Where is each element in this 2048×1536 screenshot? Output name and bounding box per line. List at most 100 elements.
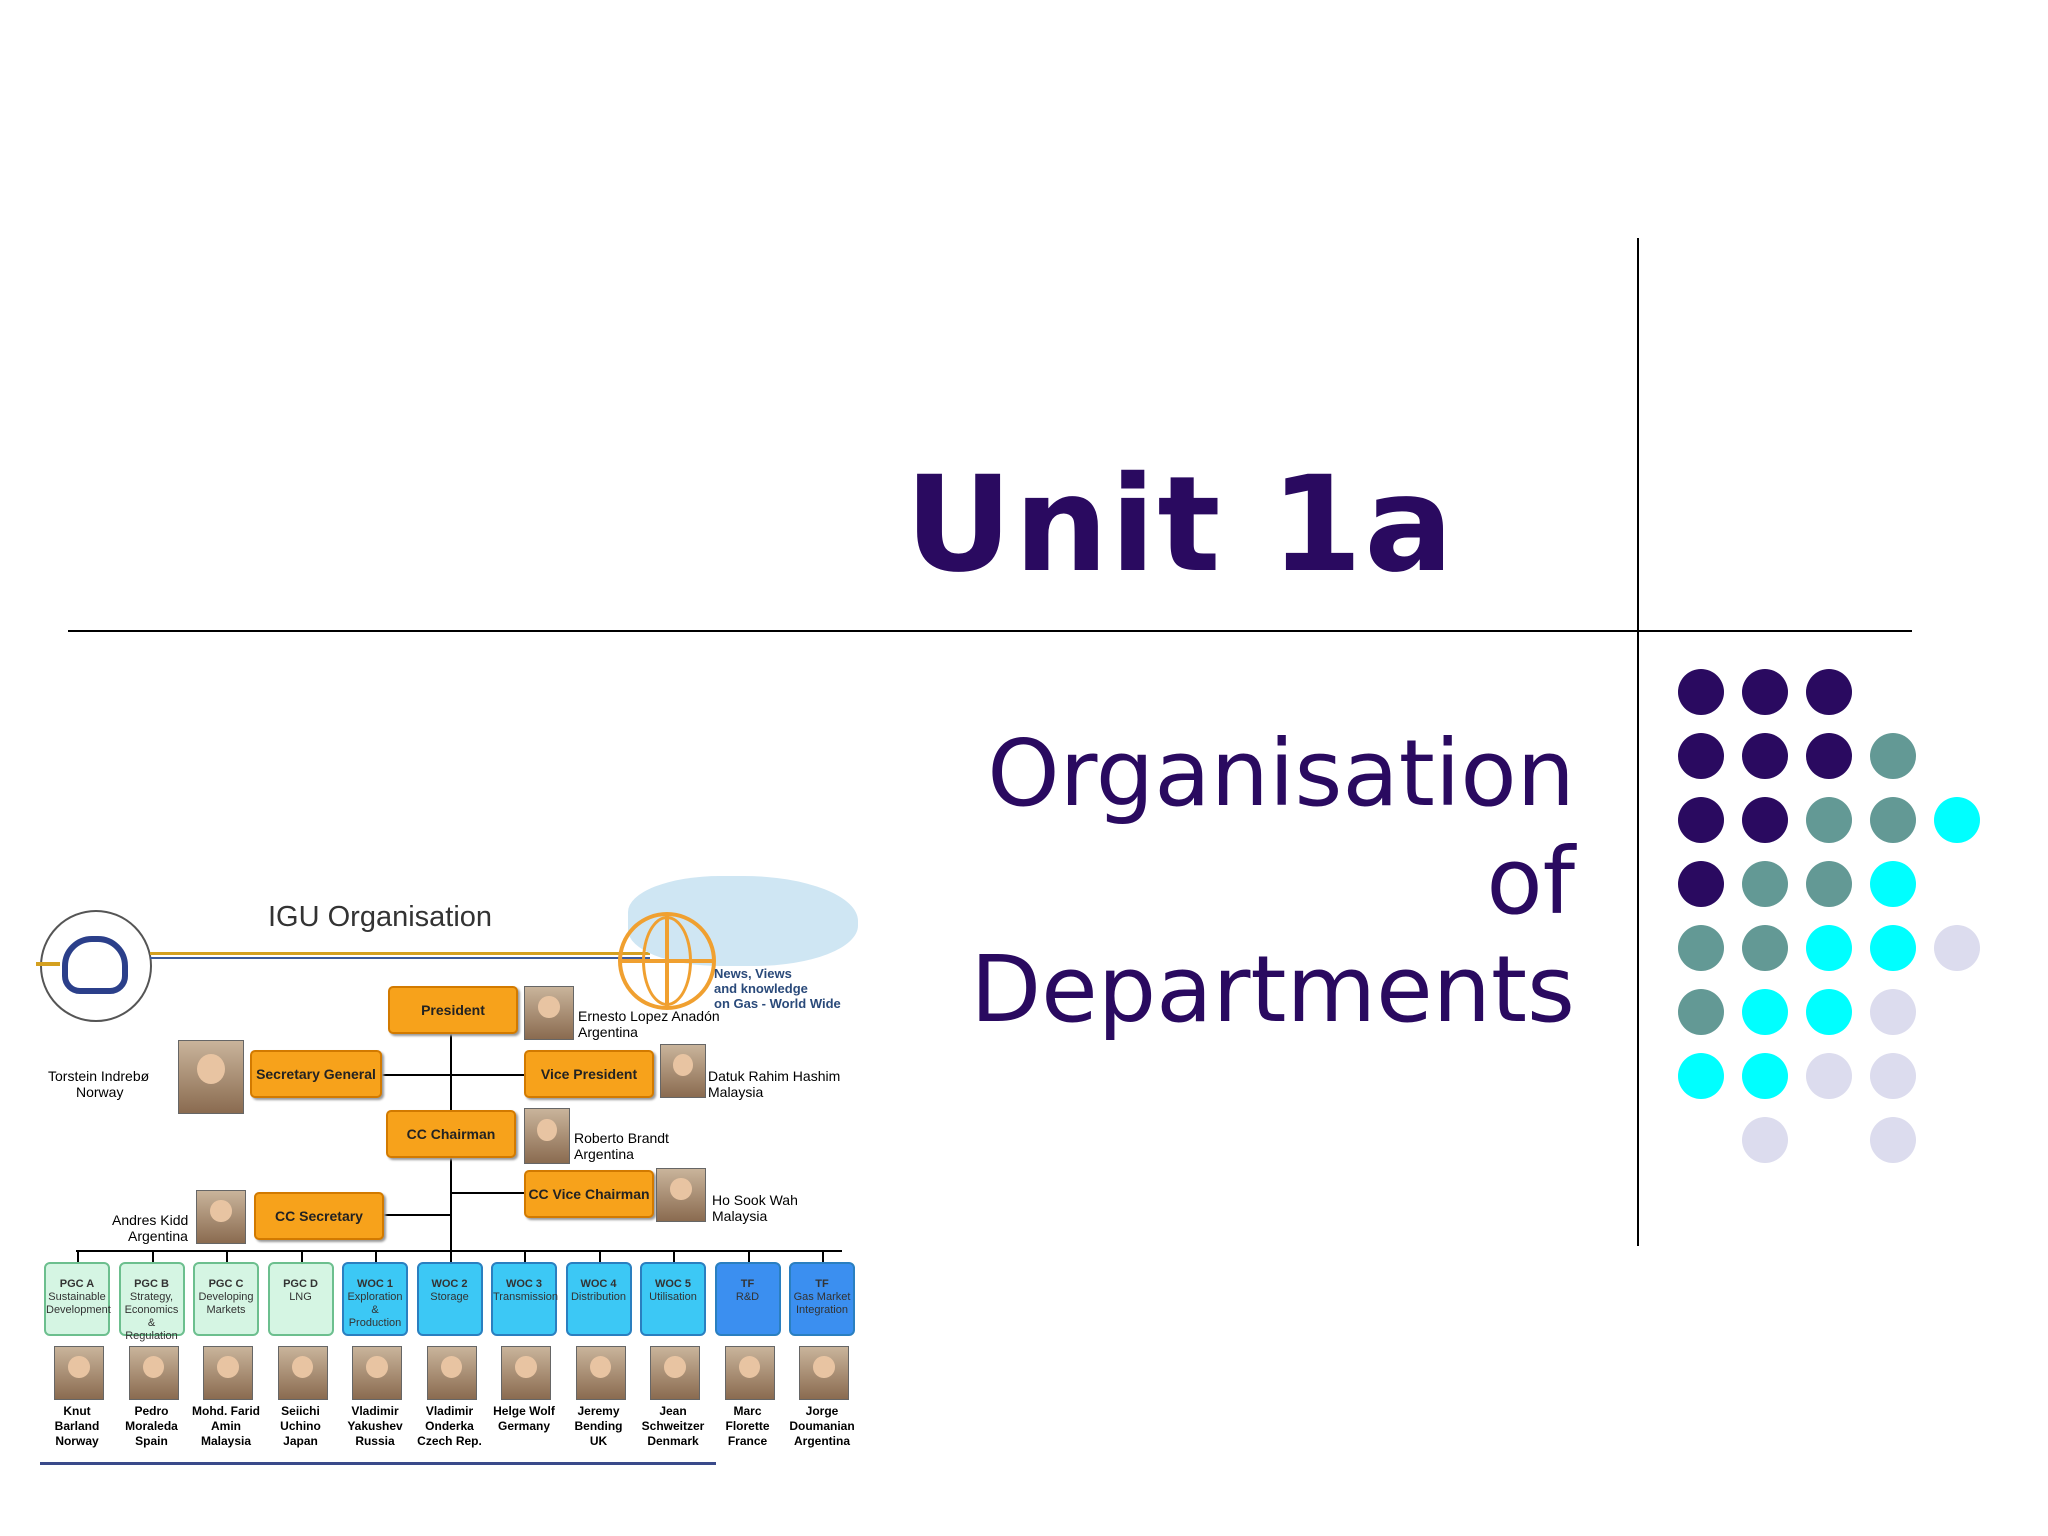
secgen-name: Torstein Indrebø: [48, 1068, 150, 1084]
ccsec-country: Argentina: [128, 1228, 188, 1244]
committee-code: PGC A: [59, 1278, 95, 1290]
decorative-dot: [1742, 669, 1788, 715]
committee-chair-name: Jeremy Bending: [574, 1404, 623, 1433]
committee-chair-photo: [277, 1346, 328, 1400]
cc-chairman-box: CC Chairman: [386, 1110, 516, 1158]
decorative-dot: [1870, 1117, 1916, 1163]
committee-chair-name: Vladimir Onderka: [425, 1404, 474, 1433]
decorative-dot: [1934, 925, 1980, 971]
committee-chair-name: Jean Schweitzer: [641, 1404, 705, 1433]
committee-drop-line: [673, 1250, 675, 1262]
secgen-photo: [178, 1040, 244, 1114]
committee-drop-line: [300, 1250, 303, 1262]
ccchair-name: Roberto Brandt: [574, 1130, 669, 1146]
committee-drop-line: [822, 1250, 824, 1262]
decorative-dot: [1806, 925, 1852, 971]
committee-code: TF: [740, 1278, 755, 1290]
committee-desc: Gas Market Integration: [793, 1291, 851, 1316]
committee-chair-country: Denmark: [647, 1434, 699, 1448]
tagline-2: and knowledge: [714, 981, 808, 996]
committee-chair-photo: [128, 1346, 179, 1400]
header-rule-2: [150, 957, 650, 959]
committee-drop-line: [226, 1250, 228, 1262]
secgen-country: Norway: [76, 1084, 124, 1100]
decorative-dot: [1806, 861, 1852, 907]
committee-code: PGC C: [208, 1278, 244, 1290]
cc-secretary-box: CC Secretary: [254, 1192, 384, 1240]
committee-chair-photo: [203, 1346, 253, 1400]
committee-drop-line: [375, 1250, 377, 1262]
ccvice-country: Malaysia: [712, 1208, 768, 1224]
decorative-dot: [1870, 733, 1916, 779]
decorative-dot: [1742, 925, 1788, 971]
committee-code: TF: [815, 1278, 829, 1290]
committee-desc: Distribution: [570, 1291, 627, 1303]
committee-drop-line: [77, 1250, 79, 1262]
secgen-connector: [378, 1074, 450, 1076]
committee-desc: Utilisation: [649, 1291, 697, 1303]
header-rule: [150, 952, 650, 955]
committee-chair-country: Germany: [497, 1419, 551, 1433]
committee-desc: Storage: [430, 1291, 469, 1303]
president-photo: [524, 986, 574, 1040]
committee-chair-country: Argentina: [793, 1434, 850, 1448]
committee-bus: [76, 1250, 842, 1252]
decorative-dot: [1742, 1053, 1788, 1099]
committee-desc: Exploration & Production: [347, 1291, 403, 1329]
committee-desc: Developing Markets: [198, 1291, 254, 1316]
globe-icon: [618, 912, 716, 1010]
committee-code: WOC 3: [505, 1278, 543, 1290]
committee-chair-country: UK: [589, 1434, 608, 1448]
decorative-dot: [1870, 989, 1916, 1035]
decorative-dot: [1806, 669, 1852, 715]
decorative-dot: [1870, 861, 1916, 907]
vp-country: Malaysia: [708, 1084, 764, 1100]
committee-chair-photo: [575, 1346, 626, 1400]
committee-desc: Sustainable Development: [46, 1291, 111, 1316]
ccvice-photo: [656, 1168, 706, 1222]
decorative-dot: [1678, 861, 1724, 907]
committee-code: WOC 1: [356, 1278, 394, 1290]
cc-vice-chairman-box: CC Vice Chairman: [524, 1170, 654, 1218]
committee-code: PGC D: [283, 1278, 318, 1290]
vp-name: Datuk Rahim Hashim: [708, 1068, 841, 1084]
committee-code: WOC 5: [654, 1278, 692, 1290]
committee-desc: Strategy, Economics & Regulation: [124, 1291, 179, 1342]
committee-chair-country: France: [727, 1434, 768, 1448]
committee-drop-line: [747, 1250, 750, 1262]
decorative-dot: [1870, 925, 1916, 971]
tagline-3: on Gas - World Wide: [714, 996, 841, 1011]
committee-desc: R&D: [735, 1291, 760, 1303]
committee-chair-name: Seiichi Uchino: [280, 1404, 321, 1433]
vertical-divider: [1637, 238, 1639, 1246]
committee-code: WOC 4: [580, 1278, 617, 1290]
committee-chair-country: Japan: [283, 1434, 318, 1448]
committee-chair-country: Spain: [135, 1434, 168, 1448]
decorative-dot: [1870, 797, 1916, 843]
committee-code: WOC 2: [431, 1278, 468, 1290]
committee-drop-line: [598, 1250, 601, 1262]
committee-chair-name: Vladimir Yakushev: [347, 1404, 403, 1433]
decorative-dot: [1806, 797, 1852, 843]
committee-code: PGC B: [134, 1278, 169, 1290]
decorative-dot: [1742, 989, 1788, 1035]
slide-subtitle: Organisation of Departments: [905, 720, 1575, 1044]
chart-heading: IGU Organisation: [268, 901, 493, 933]
committee-chair-country: Malaysia: [200, 1434, 252, 1448]
committee-drop-line: [449, 1250, 452, 1262]
ccsec-name: Andres Kidd: [112, 1212, 189, 1228]
committee-chair-country: Czech Rep.: [417, 1434, 482, 1448]
vp-connector: [450, 1074, 534, 1076]
